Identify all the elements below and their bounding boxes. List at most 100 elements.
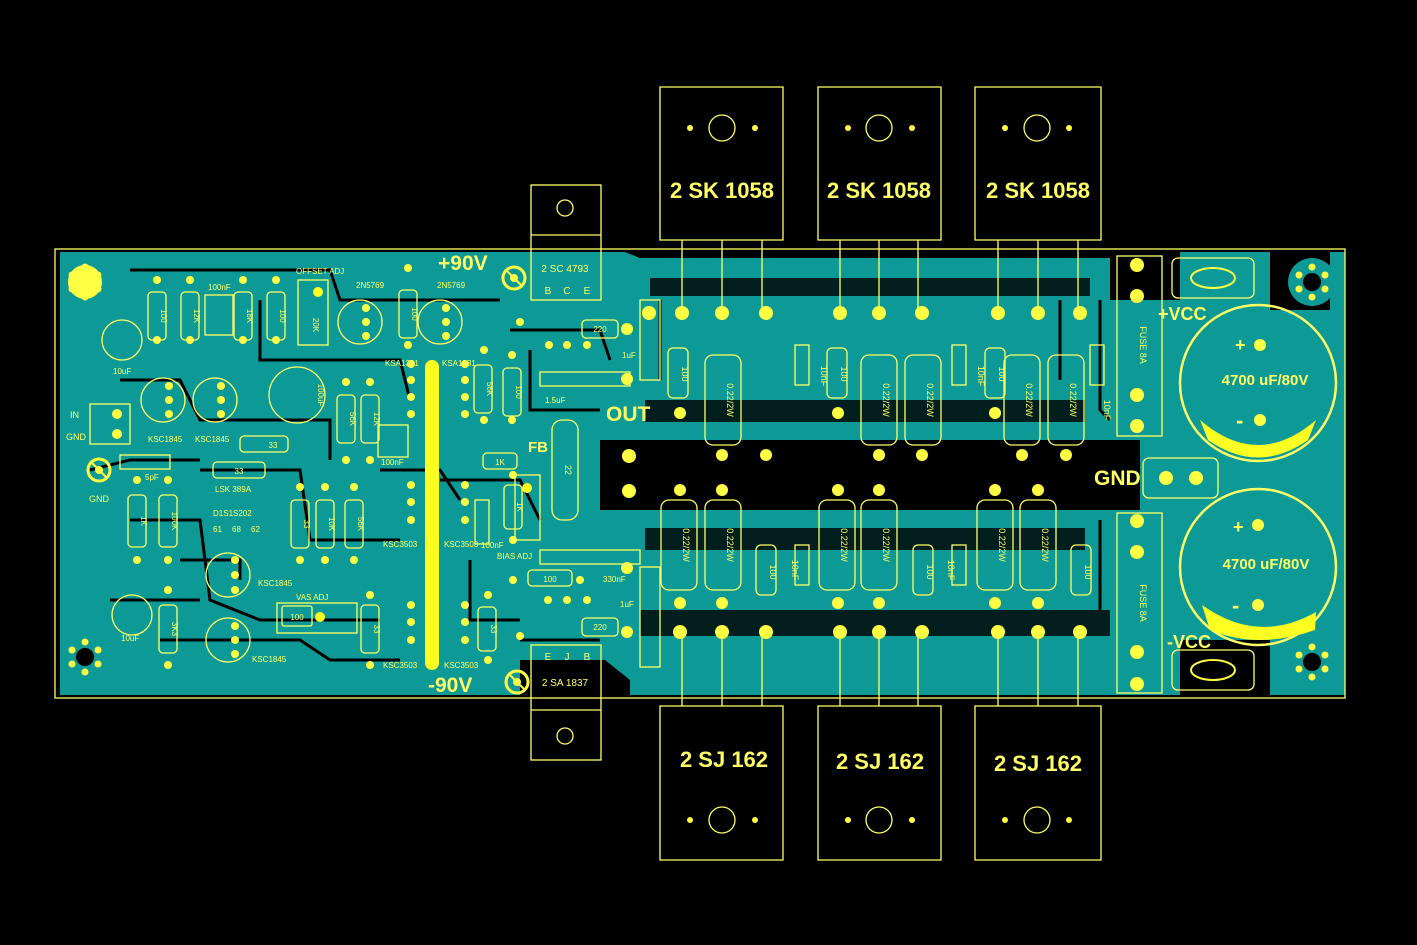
lbl-r100-c: 100	[410, 307, 419, 321]
in-gnd-label: GND	[66, 432, 87, 442]
lbl-r33-e: 33	[269, 441, 278, 450]
lbl-2n5769-a: 2N5769	[356, 281, 385, 290]
vcc-minus-label: -VCC	[1167, 632, 1211, 652]
mosfet-bottom-2: 2 SJ 162	[817, 705, 942, 861]
lbl-r1k-a: 1K	[139, 516, 148, 526]
lbl-ksc1845-b: KSC1845	[195, 435, 230, 444]
bias-trimmer: BIAS ADJ	[497, 474, 541, 561]
lbl-r20k: 20K	[311, 318, 320, 333]
lbl-r56k-a: 56K	[348, 412, 357, 427]
r-gate-top-3-label: 100	[997, 366, 1007, 381]
lbl-r1k-b: 1K	[515, 502, 524, 512]
source-resistor-labels-top: 0.22/2W 0.22/2W 0.22/2W 0.22/2W 0.22/2W …	[680, 366, 1112, 421]
r-top-4-label: 0.22/2W	[1024, 383, 1034, 417]
r-bot-1-label: 0.22/2W	[681, 528, 691, 562]
fuse-bottom-label: FUSE 8A	[1138, 584, 1148, 622]
small-signal-resistors	[127, 289, 619, 654]
small-signal-pads	[133, 264, 591, 669]
mosfet-top-3-label: 2 SK 1058	[986, 178, 1090, 203]
bias-adj-label: BIAS ADJ	[497, 552, 532, 561]
r-gate-top-2-label: 100	[839, 366, 849, 381]
offset-adj-label: OFFSET ADJ	[296, 267, 344, 276]
mosfet-bottom-2-label: 2 SJ 162	[836, 749, 924, 774]
c-top-2-label: 10nF	[976, 366, 986, 387]
driver-bottom-pin-b: B	[584, 652, 591, 663]
lbl-c330nf: 330nF	[603, 575, 626, 584]
input-connector: IN GND	[66, 403, 131, 445]
cap-bottom-plus: +	[1233, 517, 1244, 537]
lbl-r56k-b: 56K	[485, 382, 494, 397]
lbl-ksa1381-a: KSA1381	[385, 359, 419, 368]
lbl-c100uf: 100uF	[316, 384, 325, 407]
fuse-bottom: FUSE 8A	[1116, 512, 1163, 694]
lbl-r220-b: 220	[593, 623, 607, 632]
lbl-r33-a: 33	[302, 520, 311, 529]
r-bot-3-label: 0.22/2W	[839, 528, 849, 562]
mosfet-top-2-label: 2 SK 1058	[827, 178, 931, 203]
lbl-r12k-a: 12K	[192, 309, 201, 324]
lbl-ksc3503-a: KSC3503	[383, 540, 418, 549]
lbl-r1k-c: 1K	[495, 458, 505, 467]
r-gate-bot-2-label: 100	[925, 564, 935, 579]
lbl-r56k-c: 56K	[356, 517, 365, 532]
r-gate-bot-1-label: 100	[768, 564, 778, 579]
lbl-r100-b: 100	[278, 309, 287, 323]
r-bot-5-label: 0.22/2W	[997, 528, 1007, 562]
lbl-r100-a: 100	[159, 309, 168, 323]
lbl-r18k-a: 18K	[245, 309, 254, 324]
c-bot-2-label: 10nF	[946, 560, 956, 581]
lbl-diode: D1S1S202	[213, 509, 252, 518]
vas-trimmer: VAS ADJ	[276, 593, 358, 634]
lbl-r220-a: 220	[593, 325, 607, 334]
lbl-lsk389: LSK 389A	[215, 485, 252, 494]
lbl-ksc1845-a: KSC1845	[148, 435, 183, 444]
driver-bottom-pin-j: J	[565, 652, 570, 663]
v-plus-terminal	[501, 265, 527, 291]
lbl-c100nf-c: 100nF	[481, 541, 504, 550]
lbl-2n5769-b: 2N5769	[437, 281, 466, 290]
mosfet-top-2: 2 SK 1058	[817, 86, 942, 241]
lbl-r33-c: 33	[489, 625, 498, 634]
r-bot-4-label: 0.22/2W	[881, 528, 891, 562]
mosfet-top-1: 2 SK 1058	[659, 86, 784, 241]
c-top-1-label: 10nF	[819, 366, 829, 387]
r-top-5-label: 0.22/2W	[1068, 383, 1078, 417]
source-resistors-bottom	[660, 499, 1092, 596]
gnd-lug-label: GND	[89, 494, 110, 504]
mosfet-top-legs	[681, 240, 1079, 310]
c-top-3-label: 10nF	[1102, 400, 1112, 421]
lbl-c10uf-b: 10uF	[121, 634, 139, 643]
gnd-main-pad	[1142, 457, 1219, 499]
lbl-r100-vas: 100	[290, 613, 304, 622]
vas-adj-label: VAS ADJ	[296, 593, 328, 602]
lbl-pin-61: 61	[213, 525, 222, 534]
lbl-r100k-a: 100K	[170, 512, 179, 531]
driver-top: 2 SC 4793 B C E	[530, 184, 602, 301]
lbl-ksa1381-b: KSA1381	[442, 359, 476, 368]
lbl-ksc1845-d: KSC1845	[252, 655, 287, 664]
r-gate-top-1-label: 100	[680, 366, 690, 381]
cap-top-label: 4700 uF/80V	[1222, 372, 1309, 389]
offset-trimmer: OFFSET ADJ 20K	[296, 267, 344, 346]
bias-thermal-bar	[425, 360, 439, 670]
r-top-2-label: 0.22/2W	[881, 383, 891, 417]
lbl-c100nf-b: 100nF	[381, 458, 404, 467]
driver-top-label: 2 SC 4793	[541, 264, 589, 275]
fuse-top-label: FUSE 8A	[1138, 326, 1148, 364]
lbl-c1uf-b: 1uF	[620, 600, 634, 609]
driver-bottom-label: 2 SA 1837	[542, 678, 589, 689]
board-outline	[54, 248, 1346, 699]
mosfet-bottom-1-label: 2 SJ 162	[680, 747, 768, 772]
v-minus-label: -90V	[428, 674, 472, 697]
lbl-r100-e: 100	[543, 575, 557, 584]
driver-bottom: 2 SA 1837 E J B	[530, 644, 602, 761]
small-signal-transistors	[101, 299, 463, 663]
cap-bottom-label: 4700 uF/80V	[1223, 556, 1310, 573]
lbl-r3k3-a: 3K3	[170, 622, 179, 637]
lbl-c10uf-a: 10uF	[113, 367, 131, 376]
small-caps	[119, 294, 1105, 668]
cap-top: + - 4700 uF/80V	[1178, 303, 1338, 463]
r-top-3-label: 0.22/2W	[925, 383, 935, 417]
mounting-holes	[61, 258, 1336, 686]
